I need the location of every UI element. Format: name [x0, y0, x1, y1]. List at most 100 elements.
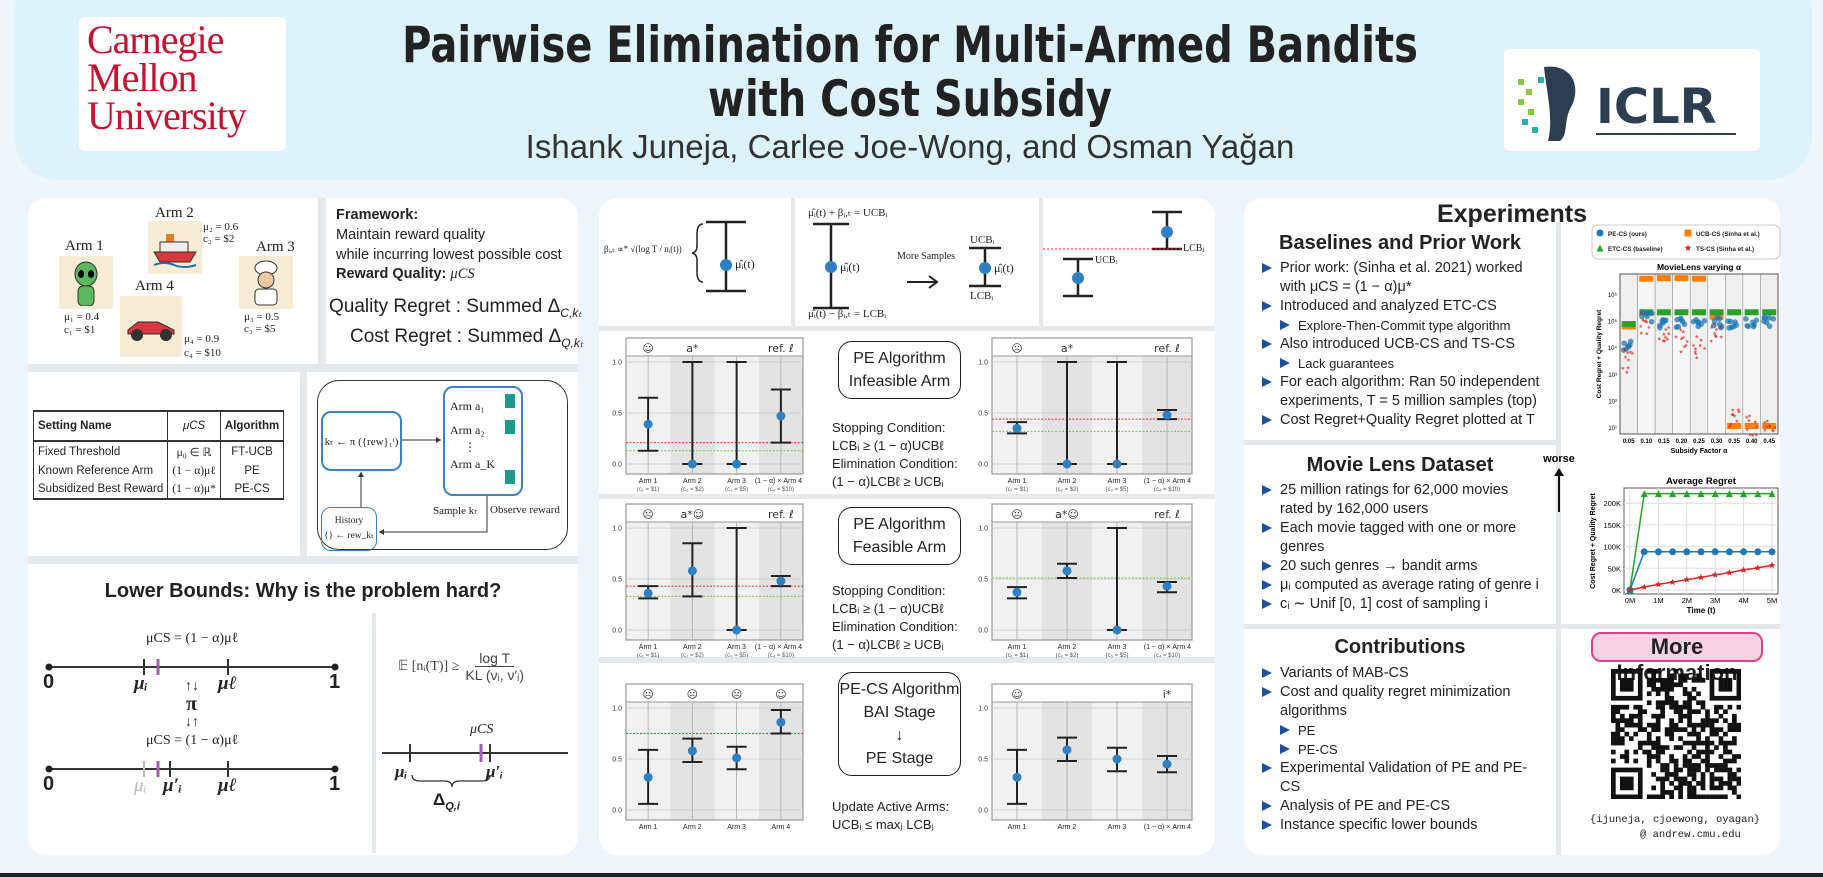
mu-cs-label: μCS — [470, 722, 494, 737]
qr-module — [1628, 686, 1634, 692]
algorithm-box-line: PE Stage — [865, 750, 934, 767]
left-arm-plot: 0.00.51.0☺Arm 1(c₁ = $1)a*Arm 2(c₂ = $2)… — [612, 337, 804, 492]
arm-cost-label: (c₂ = $2) — [1056, 487, 1079, 492]
left-arm-plot: 0.00.51.0☹Arm 1☹Arm 2☹Arm 3☺Arm 4 — [612, 683, 804, 831]
qr-module — [1682, 754, 1688, 759]
qr-module — [1651, 794, 1657, 799]
arm-top-label: ☺ — [642, 342, 653, 355]
ts-cs-marker — [1669, 578, 1676, 585]
qr-module — [1669, 695, 1674, 701]
qr-module — [1678, 713, 1683, 719]
x-tick-label: 0.15 — [1658, 439, 1670, 445]
qr-module — [1660, 749, 1665, 755]
qr-module — [1718, 713, 1724, 719]
ts-cs-marker — [1684, 343, 1688, 347]
qr-code[interactable] — [1611, 669, 1741, 799]
qr-module — [1714, 727, 1719, 732]
qr-module — [1619, 740, 1625, 746]
etc-cs-marker — [1768, 490, 1776, 498]
iclr-logo-text: ICLR — [1596, 79, 1717, 135]
chart-title: MovieLens varying α — [1657, 262, 1742, 272]
pe-cs-marker — [1678, 315, 1684, 322]
qr-module — [1624, 677, 1630, 683]
x-tick-label: 0.20 — [1676, 439, 1688, 445]
ts-cs-marker — [1719, 335, 1724, 339]
pe-cs-marker — [1750, 323, 1757, 330]
etc-cs-marker — [1640, 490, 1648, 498]
qr-module — [1700, 677, 1706, 683]
qr-module — [1732, 718, 1737, 723]
arm-3-label: Arm 3 — [256, 239, 295, 255]
divider — [372, 613, 376, 853]
arm-x-label: (1 − α) × Arm 4 — [1144, 644, 1191, 651]
etc-cs-marker — [1754, 490, 1762, 498]
qr-module — [1637, 718, 1643, 723]
qr-module — [1736, 677, 1741, 683]
observe-label: Observe reward — [490, 504, 560, 516]
qr-module — [1655, 736, 1661, 741]
qr-module — [1718, 677, 1724, 683]
qr-module — [1700, 785, 1706, 791]
qr-module — [1718, 736, 1724, 741]
divider — [791, 198, 795, 326]
qr-module — [1646, 749, 1652, 755]
qr-module — [1646, 794, 1652, 799]
qr-module — [1678, 736, 1683, 741]
y-tick-label: 10⁴ — [1608, 345, 1618, 352]
etc-cs-marker — [1621, 321, 1636, 328]
etc-cs-marker — [1709, 309, 1724, 316]
qr-module — [1669, 790, 1674, 795]
qr-module — [1611, 686, 1616, 692]
qr-module — [1624, 704, 1630, 710]
mu-l-label: μℓ — [218, 673, 237, 694]
arm-cost-label: (c₃ = $5) — [725, 653, 748, 658]
qr-module — [1696, 763, 1701, 768]
qr-module — [1611, 767, 1616, 773]
qr-module — [1705, 794, 1710, 799]
ucb-i-label: UCBᵢ — [1095, 255, 1118, 266]
qr-module — [1727, 767, 1733, 773]
bullet-item: Each movie tagged with one or more genre… — [1262, 519, 1542, 557]
qr-module — [1619, 736, 1625, 741]
qr-module — [1655, 758, 1661, 764]
poster-authors: Ishank Juneja, Carlee Joe-Wong, and Osma… — [525, 128, 1295, 165]
qr-module — [1705, 758, 1710, 764]
qr-module — [1611, 695, 1616, 701]
alpha-column — [1725, 273, 1744, 435]
ts-cs-marker — [1762, 420, 1767, 424]
qr-module — [1687, 700, 1692, 706]
qr-module — [1655, 794, 1661, 799]
qr-module — [1660, 682, 1665, 688]
y-tick-label: 10³ — [1608, 373, 1617, 379]
qr-module — [1624, 695, 1630, 701]
ucb-cs-marker — [1727, 422, 1742, 429]
qr-module — [1651, 682, 1657, 688]
qr-module — [1611, 718, 1616, 723]
bullet-item: Experimental Validation of PE and PE-CS — [1262, 759, 1542, 797]
arm-top-label: ref. ℓ — [768, 342, 794, 355]
qr-module — [1714, 695, 1719, 701]
ts-cs-marker — [1628, 350, 1633, 354]
divider — [599, 657, 1215, 663]
arm-top-label: ☹ — [687, 688, 698, 701]
qr-module — [1687, 695, 1692, 701]
divider — [28, 556, 578, 564]
qr-module — [1655, 754, 1661, 759]
ts-cs-marker — [1682, 344, 1687, 349]
ts-cs-marker — [1771, 428, 1775, 433]
qr-module — [1718, 740, 1724, 746]
qr-module — [1669, 781, 1674, 786]
qr-module — [1660, 776, 1665, 782]
pe-cs-marker — [1654, 548, 1662, 556]
pe-cs-marker — [1711, 318, 1718, 324]
qr-module — [1714, 669, 1719, 674]
qr-module — [1673, 722, 1679, 728]
qr-module — [1669, 758, 1674, 764]
qr-module — [1732, 727, 1737, 732]
chart-title: Average Regret — [1666, 476, 1737, 487]
qr-module — [1714, 767, 1719, 773]
qr-module — [1682, 691, 1688, 697]
mean-point — [732, 753, 742, 763]
pe-cs-marker — [1656, 322, 1663, 329]
